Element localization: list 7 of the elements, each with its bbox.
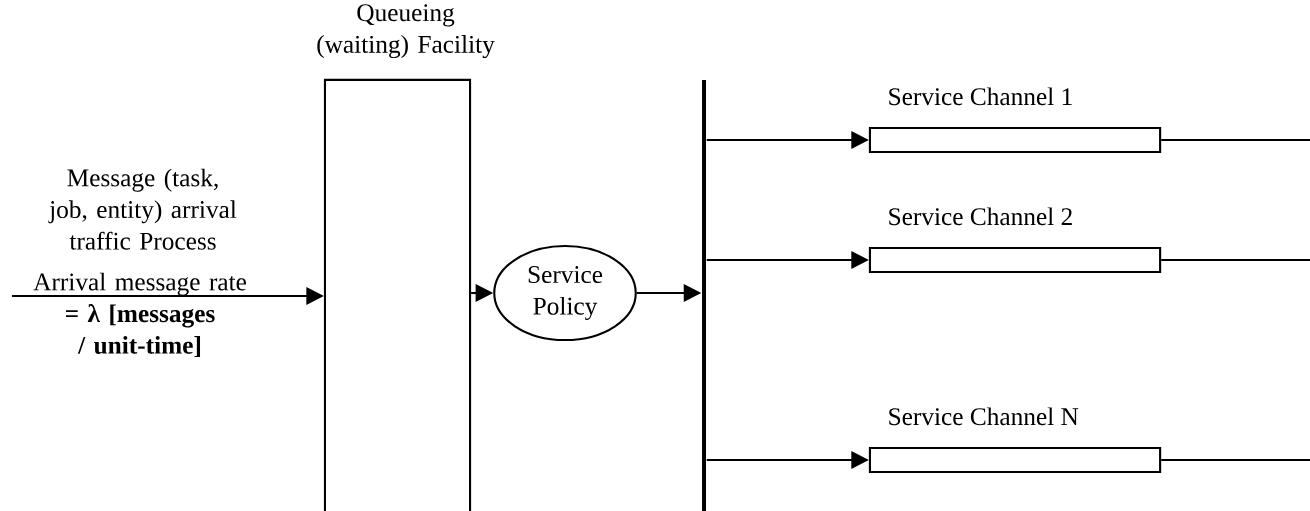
channel-heading: Service Channel 2 — [889, 207, 1072, 226]
bus-bar — [702, 79, 706, 511]
edge-label: Message (task, job, entity) arrival traffic Process — [48, 168, 237, 250]
rate-note: Arrival message rate = λ [messages / unit-time] — [33, 272, 246, 357]
box-heading: Queueing (waiting) Facility — [317, 4, 495, 59]
channel-heading: Service Channel N — [889, 407, 1079, 426]
channel-heading: Service Channel 1 — [889, 87, 1072, 106]
